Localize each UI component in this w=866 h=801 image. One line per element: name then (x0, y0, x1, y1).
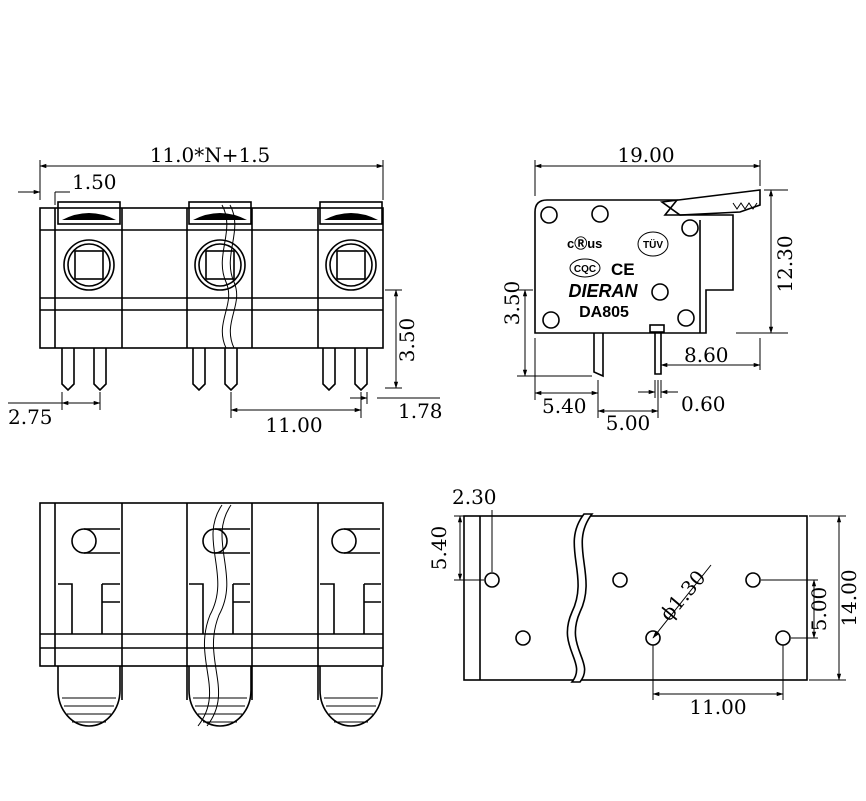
dim-pin-offset: 2.75 (8, 405, 53, 429)
break-line (221, 204, 230, 349)
front-dimensions: 11.0*N+1.5 1.50 3.50 2.75 11.00 1.78 (8, 143, 443, 437)
break-line (206, 504, 232, 727)
side-small-tab (649, 324, 665, 333)
wire-entry-hole (325, 239, 377, 291)
svg-text:cⓇus: cⓇus (567, 236, 602, 251)
dim-pin-to-end: 8.60 (684, 343, 729, 367)
lever-serration (732, 202, 758, 210)
dim-hole-diameter: ϕ1.30 (655, 566, 711, 626)
svg-text:TÜV: TÜV (643, 238, 663, 251)
break-line (197, 504, 223, 727)
dim-overall-length: 11.0*N+1.5 (150, 143, 271, 167)
model-marking: DA805 (579, 304, 629, 321)
brand-marking: DIERAN (568, 281, 638, 301)
side-pin (654, 333, 662, 375)
dim-pin-spacing: 5.00 (606, 411, 651, 435)
dim-front-to-pin: 5.40 (542, 394, 587, 418)
cert-cqc-logo: CQC (569, 258, 601, 278)
pcb-outline (463, 515, 808, 681)
bottom-body-outline (39, 502, 384, 667)
svg-text:CQC: CQC (574, 264, 596, 275)
side-view: cⓇus TÜV CQC CE DIERAN DA805 19.00 12.30 (500, 143, 797, 435)
dim-edge-offset: 1.50 (72, 170, 117, 194)
front-button-top (319, 201, 383, 225)
front-button-top (188, 201, 252, 225)
wire-entry-hole (63, 239, 115, 291)
front-view: 11.0*N+1.5 1.50 3.50 2.75 11.00 1.78 (8, 143, 443, 437)
side-pin (593, 333, 604, 378)
side-dimensions: 19.00 12.30 3.50 8.60 5.40 5.00 0.60 (500, 143, 797, 435)
front-body-outline (39, 207, 384, 349)
pcb-dimensions: 5.40 2.30 ϕ1.30 5.00 14.00 11.00 (427, 485, 861, 719)
front-button-top (57, 201, 121, 225)
dim-pcb-width: 14.00 (837, 569, 861, 626)
dim-pcb-edge-y: 5.40 (427, 526, 451, 571)
pcb-layout: 5.40 2.30 ϕ1.30 5.00 14.00 11.00 (427, 485, 861, 719)
dim-pcb-pitch: 11.00 (689, 695, 746, 719)
cert-ul-logo: cⓇus (567, 236, 602, 251)
dim-side-height: 12.30 (773, 235, 797, 292)
front-pins (61, 348, 368, 392)
spring-slots (71, 528, 380, 554)
dim-pitch: 11.00 (265, 413, 322, 437)
cert-tuv-logo: TÜV (637, 231, 669, 257)
pushbutton-ends (57, 666, 383, 727)
pcb-holes (484, 572, 791, 646)
actuator-lever (659, 189, 761, 216)
dim-pin-thickness: 0.60 (681, 392, 726, 416)
side-body-outline (534, 199, 734, 334)
dim-pin-width: 1.78 (398, 399, 443, 423)
dim-side-length: 19.00 (617, 143, 674, 167)
wire-entry-hole (194, 239, 246, 291)
break-line (229, 204, 238, 349)
dim-pcb-edge-x: 2.30 (452, 485, 497, 509)
cert-ce-logo: CE (611, 260, 635, 279)
dim-side-pin-height: 3.50 (500, 281, 524, 326)
pcb-break (566, 513, 594, 683)
mounting-holes (540, 205, 699, 329)
bottom-view (39, 502, 384, 727)
dim-row-spacing: 5.00 (807, 587, 831, 632)
contact-pockets (58, 583, 381, 634)
dim-pin-height: 3.50 (395, 318, 419, 363)
